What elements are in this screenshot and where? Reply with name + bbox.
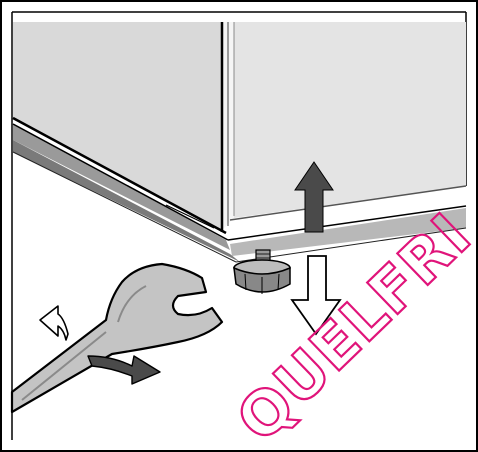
appliance-foot-adjustment-illustration: QUELFRI xyxy=(0,0,478,452)
diagram-stage: QUELFRI xyxy=(0,0,478,452)
